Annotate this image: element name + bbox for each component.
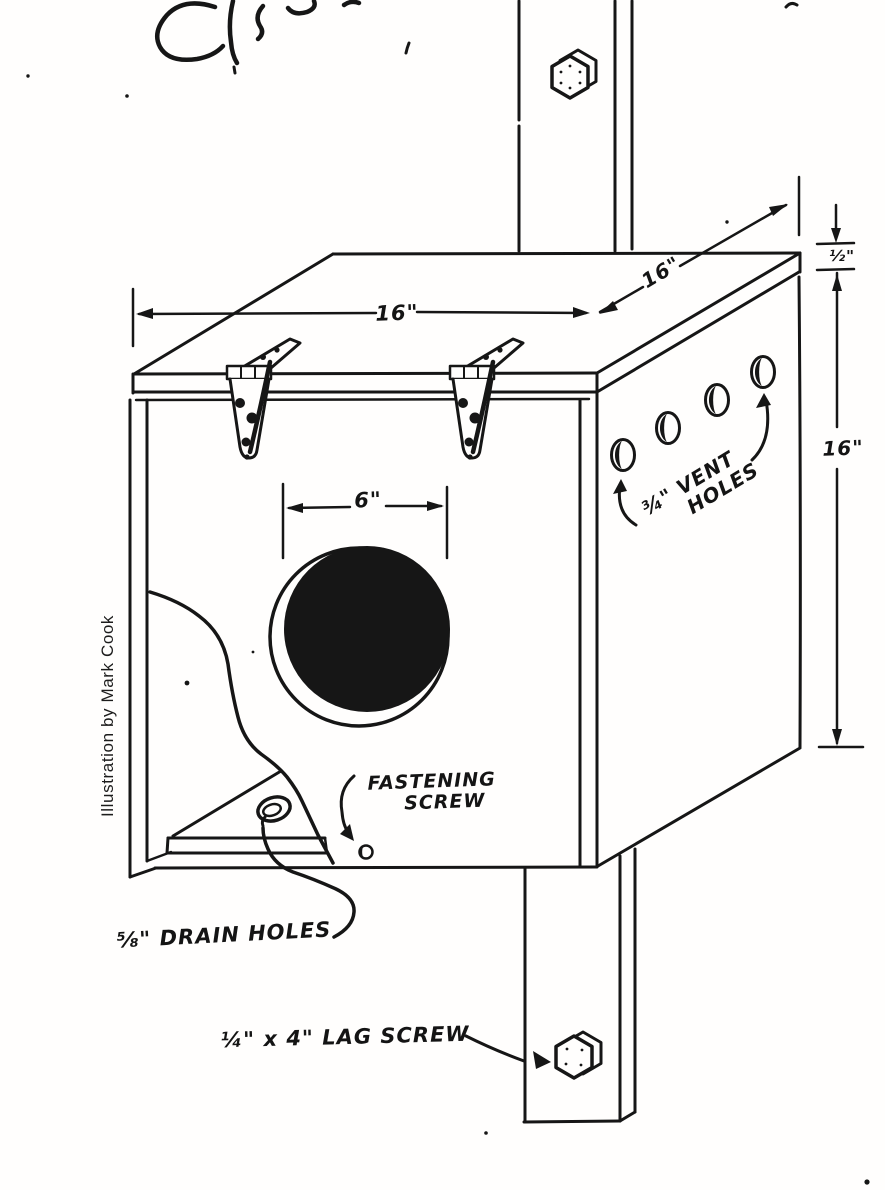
illustration-credit: Illustration by Mark Cook: [98, 614, 117, 818]
scan-specks: [26, 74, 870, 1185]
overhang-dimension-label: ½": [828, 247, 856, 265]
lid-reveal-line: [134, 397, 591, 402]
dimension-height: [817, 271, 865, 749]
front-panel: [128, 391, 599, 879]
lag-bolt-upper: [550, 48, 598, 100]
entrance-dimension-label: 6": [353, 487, 383, 513]
bolt-facets-lower: [564, 1047, 584, 1067]
mounting-post-upper: [517, 0, 634, 253]
vent-leader-arrows: [613, 393, 771, 527]
vent-holes: [610, 355, 776, 472]
fastening-screw-label-line2: SCREW: [403, 789, 486, 815]
mounting-post-lower: [522, 847, 637, 1124]
hinge-left: [225, 337, 302, 460]
dimension-width: [131, 287, 590, 348]
drain-leader: [261, 826, 356, 939]
entrance-hole: [268, 546, 450, 728]
bolt-facets-upper: [559, 64, 582, 90]
hinge-right: [448, 337, 525, 460]
handwriting-fragment: [154, 0, 799, 75]
fastening-screw-label: FASTENING SCREW: [367, 768, 497, 815]
dimension-entrance: [281, 482, 449, 560]
lag-bolt-lower: [554, 1030, 603, 1080]
drain-hole: [256, 795, 292, 828]
side-panel: [596, 275, 802, 868]
cutaway-opening: [148, 590, 335, 865]
lag-leader: [464, 1034, 551, 1069]
fastening-screw: [339, 774, 374, 860]
width-dimension-label: 16": [375, 300, 419, 326]
dimension-overhang: [815, 203, 856, 272]
dimension-depth: [598, 175, 801, 314]
floor-board: [165, 836, 329, 855]
height-dimension-label: 16": [821, 435, 865, 461]
